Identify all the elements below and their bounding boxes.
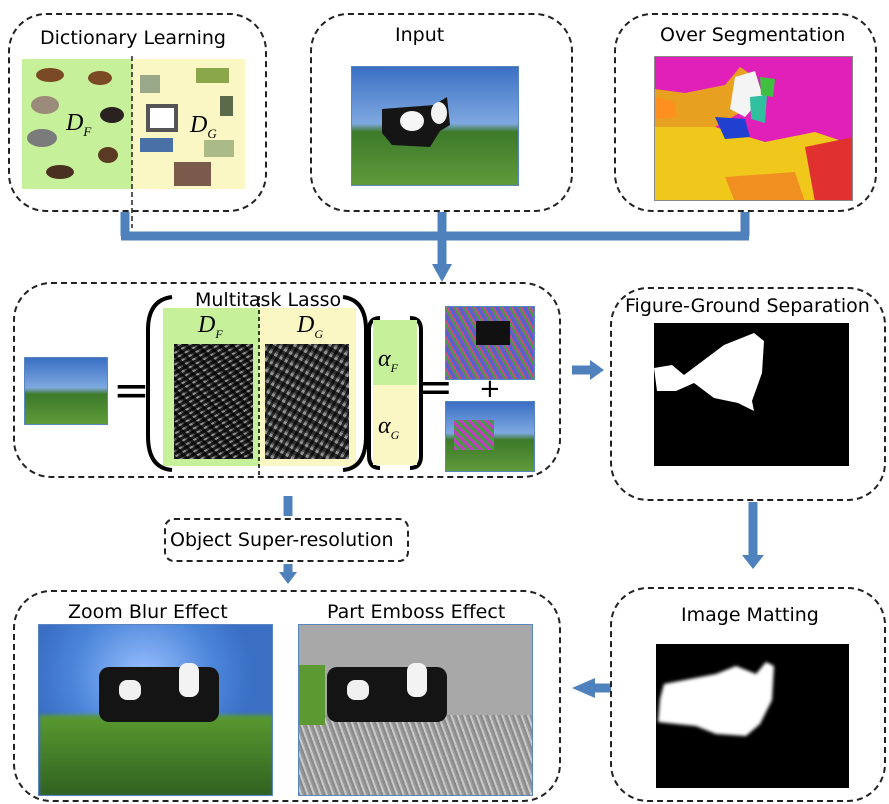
image-matting-title: Image Matting — [681, 604, 819, 626]
dictionary-learning-box — [8, 13, 267, 212]
arrow-head-matting — [742, 555, 764, 569]
bg-thumb-6 — [204, 140, 234, 157]
object-super-resolution-box — [164, 518, 409, 562]
part-emboss-image — [298, 624, 533, 796]
bg-thumb-4 — [146, 104, 178, 132]
animal-thumb-5 — [27, 129, 57, 147]
animal-thumb-7 — [46, 165, 74, 179]
animal-thumb-1 — [36, 68, 64, 82]
image-matting-box — [610, 587, 886, 802]
foreground-reconstruction-image — [445, 306, 535, 380]
zoom-blur-title: Zoom Blur Effect — [68, 601, 228, 623]
effects-box — [13, 590, 561, 802]
object-super-resolution-title: Object Super-resolution — [170, 529, 394, 551]
figure-ground-mask — [654, 323, 849, 466]
alpha-g-cell — [373, 385, 417, 465]
input-title: Input — [395, 24, 445, 46]
lasso-df-atoms — [174, 344, 253, 459]
multitask-lasso-title: Multitask Lasso — [195, 289, 342, 311]
over-segmentation-box — [614, 13, 877, 212]
animal-thumb-6 — [98, 147, 118, 163]
arrow-head-right — [590, 360, 604, 380]
dictionary-dg-symbol: DG — [190, 112, 217, 141]
dictionary-df-symbol: DF — [66, 110, 92, 139]
alpha-f-symbol: αF — [378, 346, 398, 375]
figure-ground-box — [610, 287, 886, 501]
over-segmentation-title: Over Segmentation — [660, 24, 846, 46]
alpha-g-symbol: αG — [378, 413, 400, 442]
figure-ground-title: Figure-Ground Separation — [625, 295, 870, 317]
input-cow-image — [351, 66, 519, 186]
lasso-dg-atoms — [265, 344, 349, 459]
reconstruction-plus-sign: + — [479, 374, 501, 404]
alpha-f-cell — [373, 320, 417, 385]
dictionary-learning-title: Dictionary Learning — [40, 27, 226, 49]
over-segmentation-image — [654, 56, 853, 201]
arrow-head-left — [572, 678, 595, 698]
lasso-equals-sign: = — [113, 365, 150, 416]
lasso-df-symbol: DF — [198, 312, 223, 341]
multitask-lasso-box — [13, 282, 561, 478]
bg-thumb-7 — [174, 162, 211, 186]
lasso-dg-symbol: DG — [297, 312, 324, 341]
foreground-dictionary-panel — [22, 59, 132, 189]
animal-thumb-2 — [88, 71, 112, 85]
zoom-blur-image — [38, 624, 273, 796]
animal-thumb-4 — [100, 107, 124, 123]
part-emboss-title: Part Emboss Effect — [327, 601, 506, 623]
bg-thumb-1 — [196, 68, 229, 83]
bg-thumb-2 — [140, 75, 160, 93]
bg-thumb-5 — [140, 138, 173, 152]
animal-thumb-3 — [31, 96, 59, 114]
arrow-head-effects — [279, 572, 297, 584]
input-box — [310, 13, 573, 212]
background-reconstruction-image — [445, 401, 535, 472]
lasso-input-thumbnail — [24, 357, 108, 425]
bg-thumb-3 — [220, 96, 233, 116]
arrow-head-down — [432, 264, 452, 282]
image-matting-mask — [656, 644, 849, 788]
